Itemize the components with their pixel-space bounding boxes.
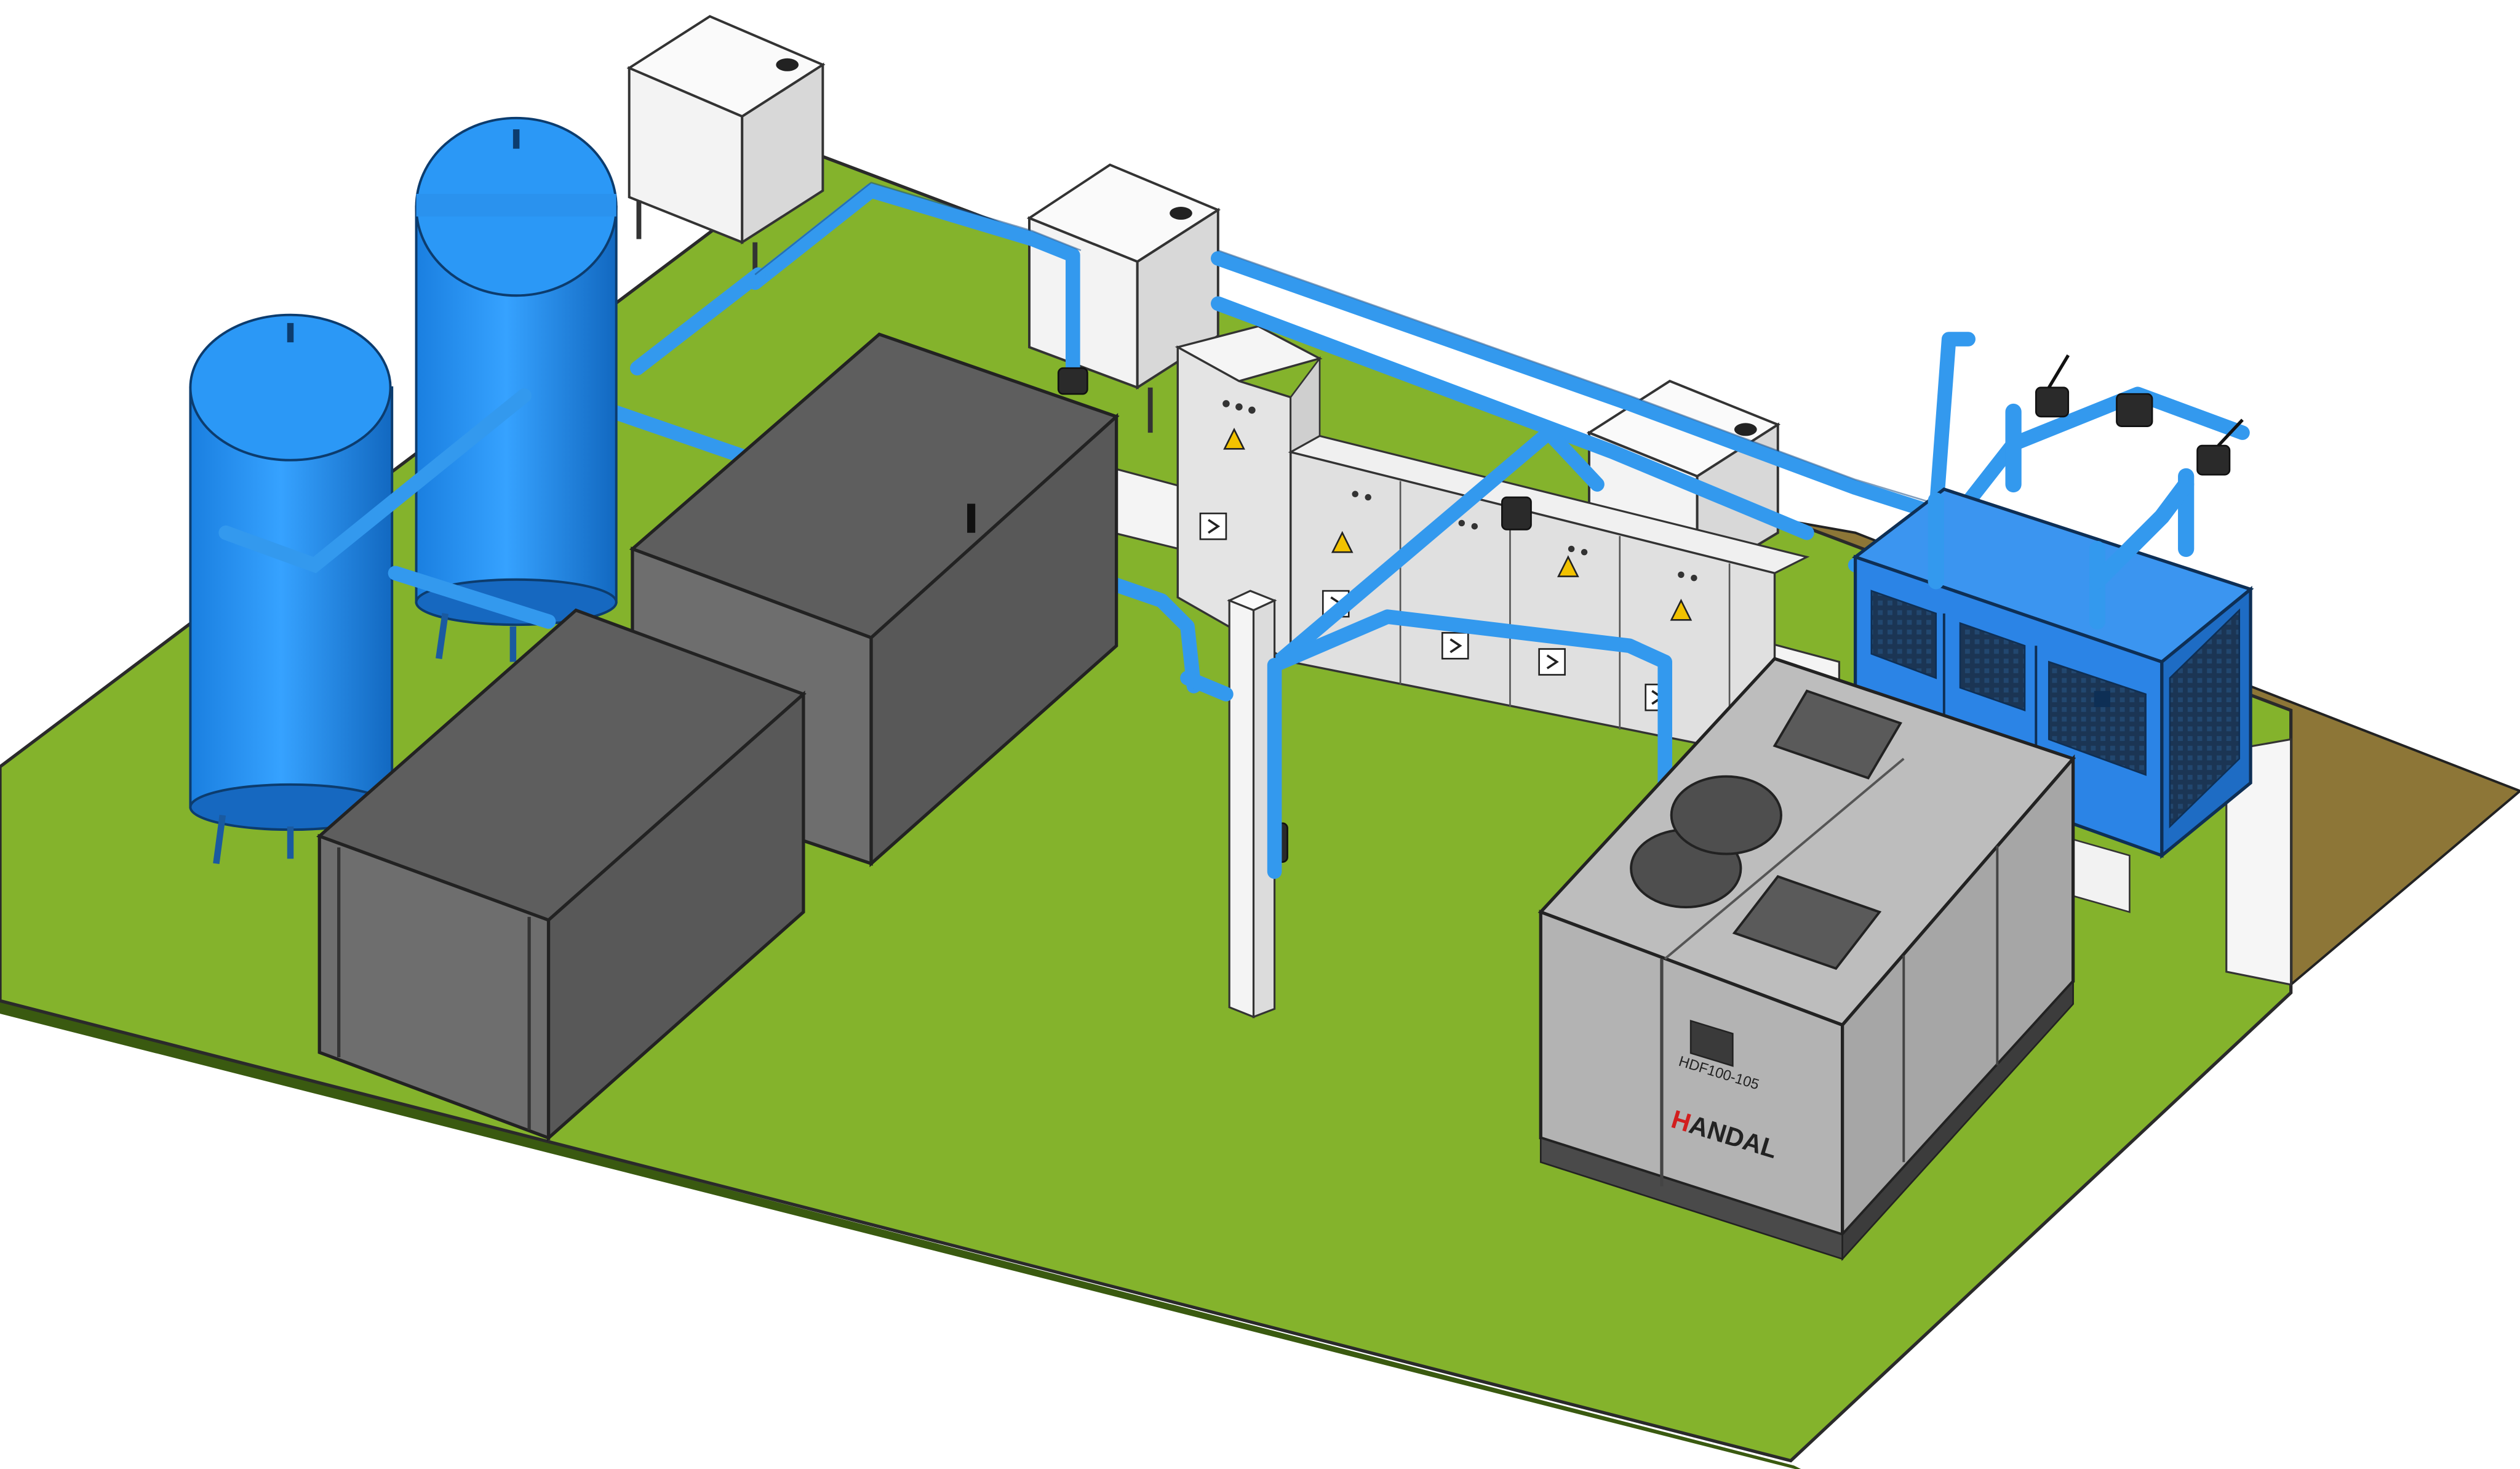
- enclosure-front: [316, 608, 807, 1142]
- tank-link-pipe: [629, 267, 766, 376]
- control-box-gauge-icon: [1734, 423, 1757, 436]
- wall-pillar-right: [2225, 738, 2292, 986]
- header-pipe-back: [748, 183, 1080, 382]
- air-tank-tall: [415, 116, 618, 662]
- top-panel-vent: [1772, 689, 1902, 780]
- control-display: [1689, 1019, 1734, 1067]
- branch-over-cabinet: [1267, 425, 1605, 673]
- screw-compressor: HDF100-105 HANDAL: [1537, 657, 2076, 1262]
- control-box-left: [626, 15, 826, 278]
- control-box-gauge-icon: [1170, 207, 1192, 220]
- control-box-gauge-icon: [776, 58, 799, 71]
- fan-icon: [1670, 775, 1782, 855]
- enclosure-back: [629, 332, 1120, 868]
- header-pipe-second: [1211, 296, 1814, 540]
- compressor-feed: [1267, 609, 1672, 799]
- top-panel-vent: [1732, 875, 1882, 971]
- fan-icon: [1870, 590, 2241, 829]
- header-pipe-long: [1211, 251, 1976, 521]
- air-tank-short: [189, 313, 394, 864]
- pipe-outline-layer: [754, 182, 1941, 506]
- warning-icon: [1223, 427, 1693, 621]
- support-column: [1227, 590, 1277, 1019]
- air-dryer-unit: [1852, 403, 2254, 859]
- electrical-cabinet-row: [1174, 325, 1810, 760]
